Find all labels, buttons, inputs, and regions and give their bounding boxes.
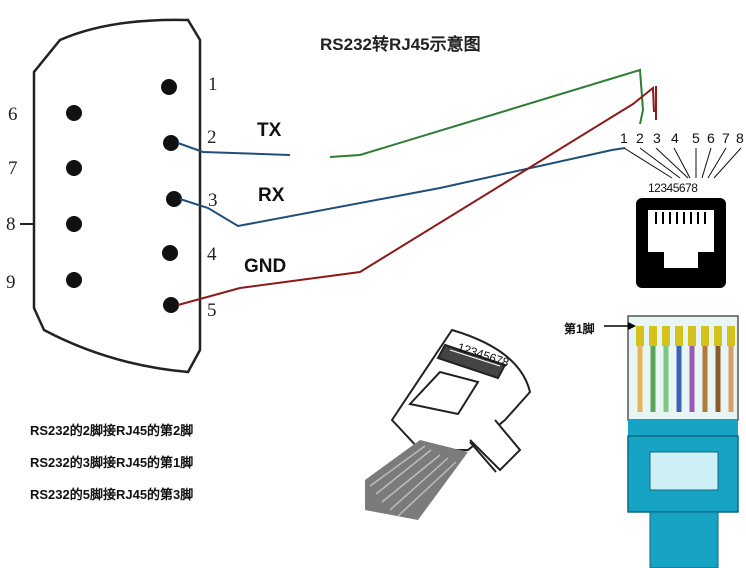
rj45-jack (636, 198, 726, 288)
db9-pin-8 (66, 216, 82, 232)
rj45-pin-7: 7 (722, 130, 730, 146)
db9-pin-5 (163, 297, 179, 313)
diagram-title: RS232转RJ45示意图 (320, 35, 481, 54)
tx-wire (177, 142, 291, 156)
pin-label-8: 8 (6, 214, 16, 235)
pin-label-1: 1 (208, 74, 218, 95)
db9-pin-1 (161, 79, 177, 95)
gnd-wire (177, 85, 655, 306)
rj45-pin-strip: 12345678 (648, 181, 698, 195)
note-2: RS232的3脚接RJ45的第1脚 (30, 455, 194, 470)
pin-label-3: 3 (208, 190, 218, 211)
pin-label-7: 7 (8, 158, 18, 179)
pin-label-4: 4 (207, 244, 217, 265)
tx-wire-green (329, 68, 645, 158)
db9-pin-9 (66, 272, 82, 288)
rj45-plug-side (390, 328, 532, 473)
rj45-pin-8: 8 (736, 130, 744, 146)
rj45-pin-1: 1 (620, 130, 628, 146)
db9-pin-6 (66, 105, 82, 121)
db9-pin-3 (166, 191, 182, 207)
rj45-pin-2: 2 (636, 130, 644, 146)
rj45-pin-4: 4 (671, 130, 679, 146)
rx-wire (179, 147, 626, 228)
rj45-fanout (623, 147, 742, 179)
pin-label-5: 5 (207, 300, 217, 321)
rj45-plug-wired (627, 315, 739, 568)
db9-pin-7 (66, 160, 82, 176)
rx-label: RX (258, 185, 285, 206)
db9-pin-2 (163, 135, 179, 151)
tx-label: TX (257, 120, 282, 141)
rj45-pin-5: 5 (692, 130, 700, 146)
note-3: RS232的5脚接RJ45的第3脚 (30, 487, 194, 502)
pin-label-2: 2 (207, 127, 217, 148)
db9-pin-4 (162, 245, 178, 261)
flat-cable (365, 440, 468, 520)
pin1-marker: 第1脚 (564, 322, 595, 336)
gnd-label: GND (244, 256, 287, 277)
pin-label-6: 6 (8, 104, 18, 125)
pin1-arrow (604, 322, 636, 330)
rj45-pin-3: 3 (653, 130, 661, 146)
pin-label-9: 9 (6, 272, 16, 293)
db9-connector-outline (32, 18, 202, 374)
rj45-pin-6: 6 (707, 130, 715, 146)
note-1: RS232的2脚接RJ45的第2脚 (30, 423, 194, 438)
